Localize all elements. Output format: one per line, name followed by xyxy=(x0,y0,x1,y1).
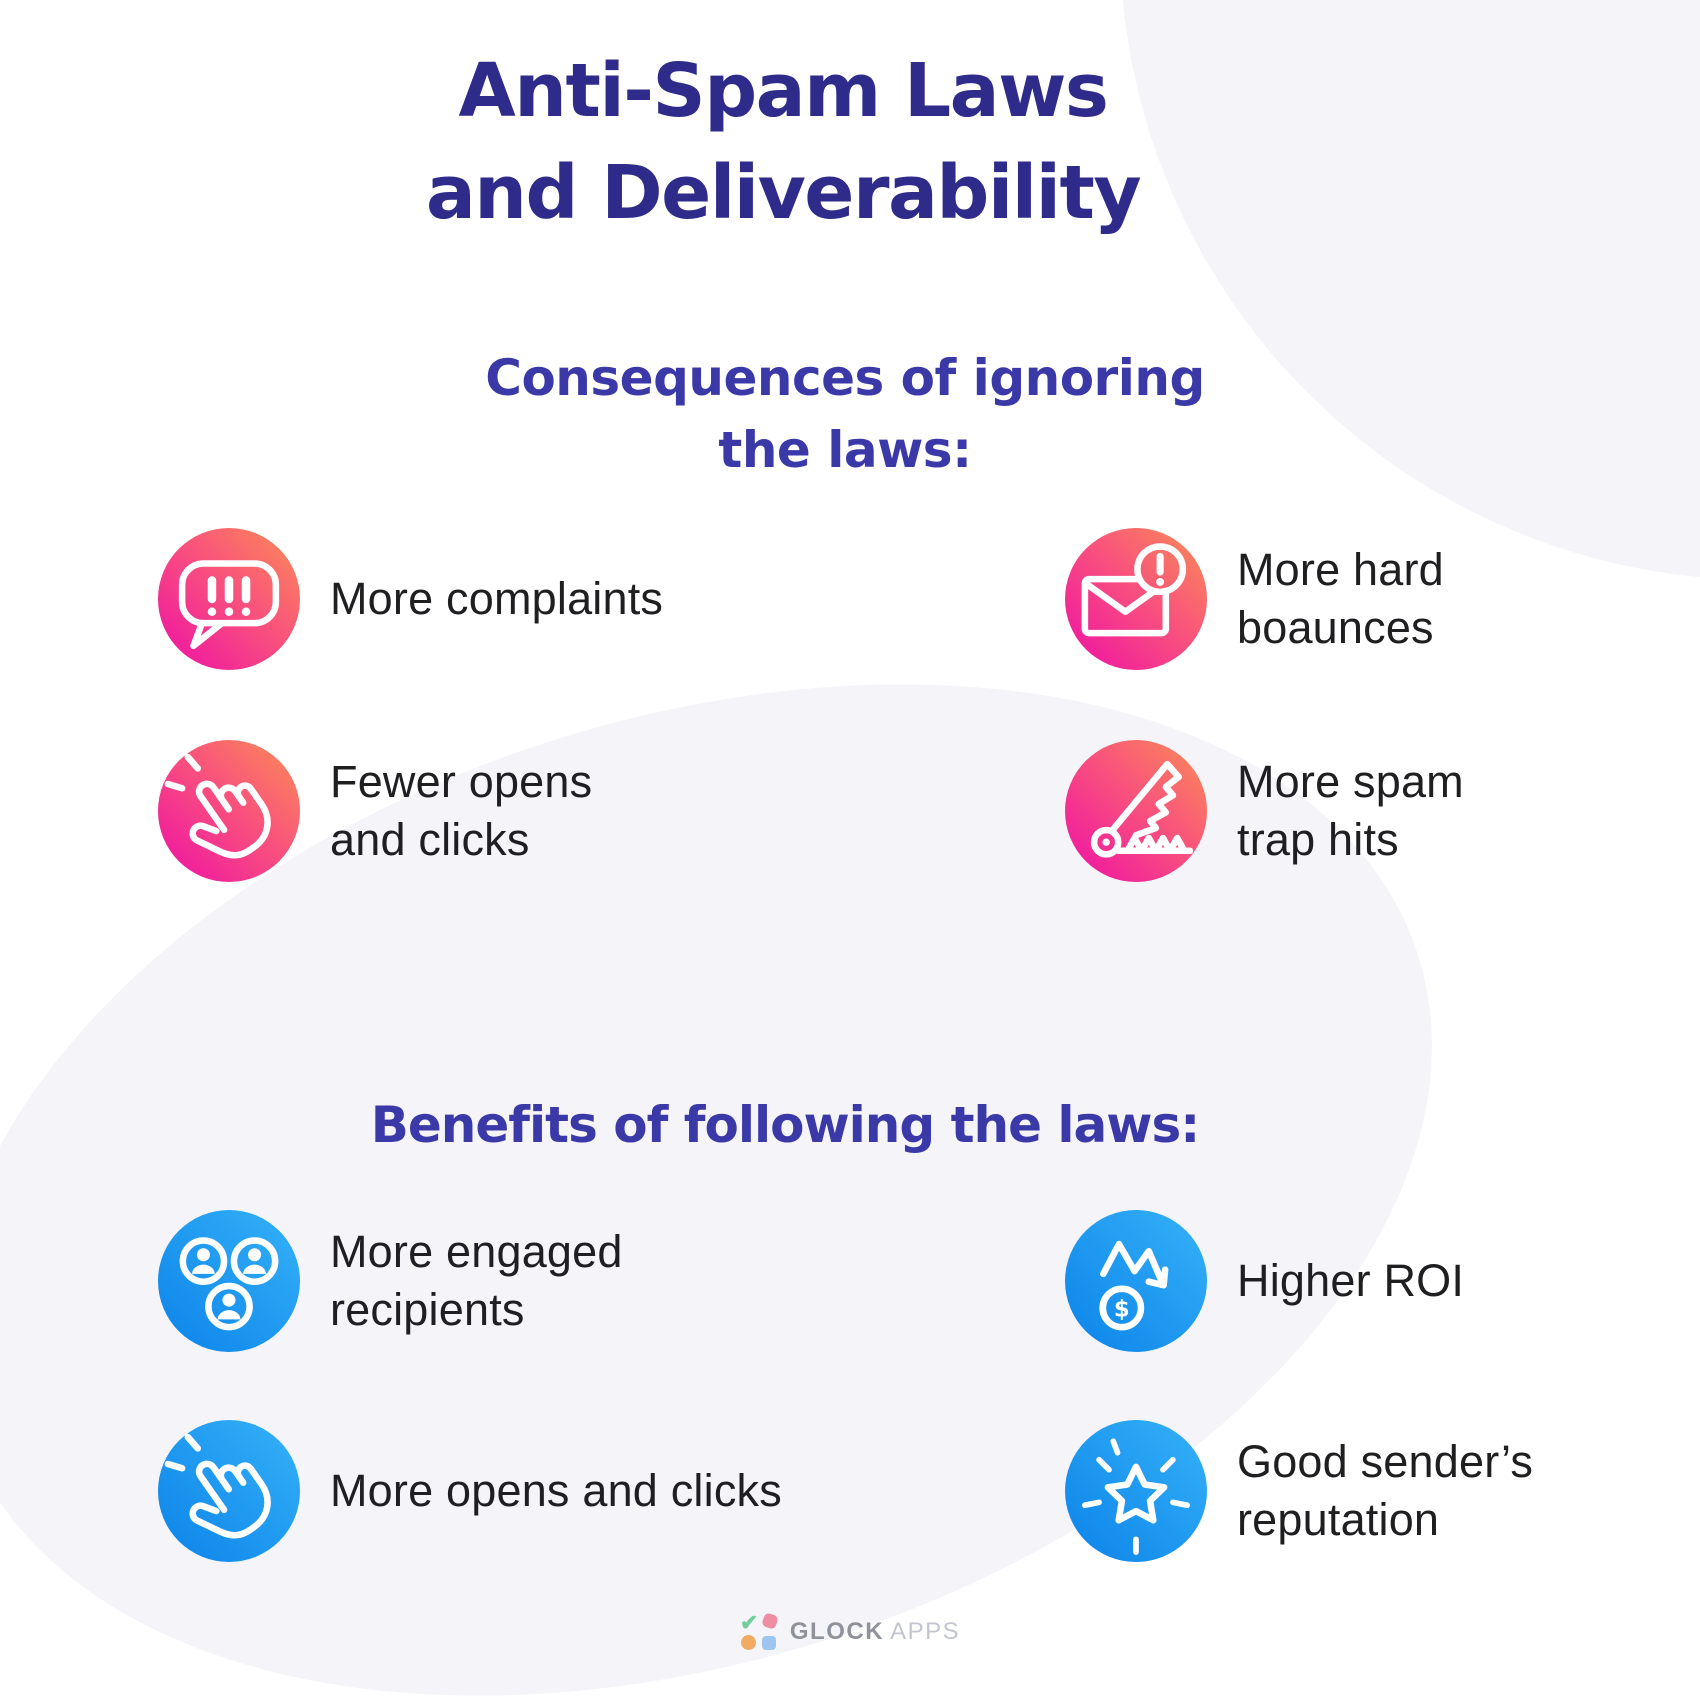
item-label: More opens and clicks xyxy=(330,1465,782,1516)
page-title-line1: Anti-Spam Laws xyxy=(458,48,1109,134)
brand-bold: GLOCK xyxy=(789,1618,885,1645)
tap-hand-icon xyxy=(158,740,300,882)
star-reputation-icon xyxy=(1065,1420,1207,1562)
spam-trap-icon xyxy=(1065,740,1207,882)
benefit-item-more-opens-clicks: More opens and clicks xyxy=(158,1420,782,1562)
benefit-item-engaged-recipients: More engaged recipients xyxy=(158,1210,623,1352)
consequence-item-more-hard-bounces: More hard boaunces xyxy=(1065,528,1444,670)
logo-pink-square-icon xyxy=(761,1612,779,1630)
tap-hand-icon xyxy=(158,1420,300,1562)
item-label: More complaints xyxy=(330,573,664,624)
benefit-item-sender-reputation: Good sender’s reputation xyxy=(1065,1420,1533,1562)
item-label: Good sender’s reputation xyxy=(1237,1436,1534,1545)
item-label: Higher ROI xyxy=(1237,1255,1465,1306)
page-title: Anti-Spam Laws and Deliverability xyxy=(0,40,1566,244)
consequence-item-spam-trap-hits: More spam trap hits xyxy=(1065,740,1464,882)
consequence-item-more-complaints: More complaints xyxy=(158,528,663,670)
roi-trend-dollar-icon: $ xyxy=(1065,1210,1207,1352)
envelope-alert-icon xyxy=(1065,528,1207,670)
item-label: More hard boaunces xyxy=(1237,544,1444,653)
section-benefits-heading: Benefits of following the laws: xyxy=(0,1089,1570,1161)
svg-text:$: $ xyxy=(1114,1296,1130,1322)
speech-bubble-exclamation-icon xyxy=(158,528,300,670)
benefits-heading-line1: Benefits of following the laws: xyxy=(370,1096,1201,1154)
engaged-users-icon xyxy=(158,1210,300,1352)
item-label: More spam trap hits xyxy=(1237,756,1464,865)
glockapps-logo-icon: ✔ xyxy=(739,1610,779,1652)
consequences-heading-line2: the laws: xyxy=(718,421,972,479)
logo-check-icon: ✔ xyxy=(739,1610,759,1635)
logo-blue-square-icon xyxy=(761,1636,776,1650)
item-label: Fewer opens and clicks xyxy=(330,756,593,865)
brand-light: APPS xyxy=(890,1618,961,1645)
section-consequences-heading: Consequences of ignoring the laws: xyxy=(0,342,1690,486)
logo-orange-circle-icon xyxy=(740,1635,756,1650)
page-title-line2: and Deliverability xyxy=(425,150,1142,236)
consequence-item-fewer-opens-clicks: Fewer opens and clicks xyxy=(158,740,592,882)
benefit-item-higher-roi: $ Higher ROI xyxy=(1065,1210,1464,1352)
item-label: More engaged recipients xyxy=(330,1226,623,1335)
consequences-heading-line1: Consequences of ignoring xyxy=(485,349,1205,407)
